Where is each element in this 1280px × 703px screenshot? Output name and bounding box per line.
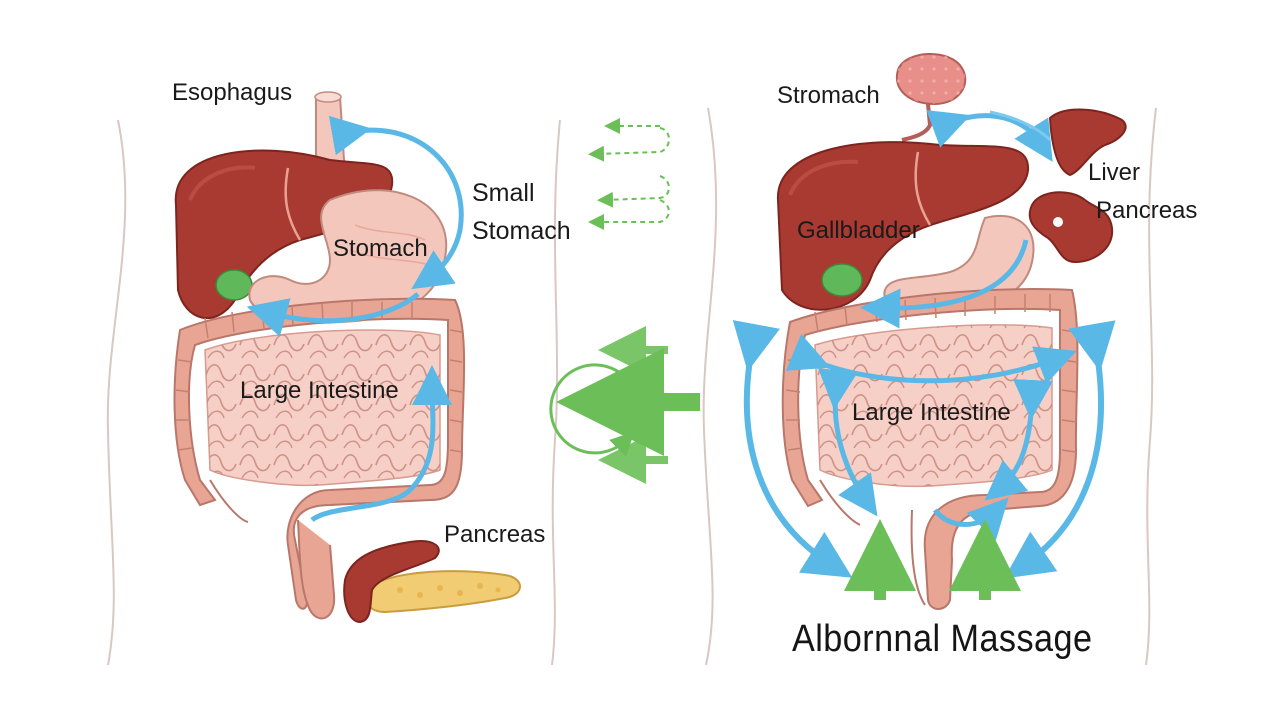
label-esophagus: Esophagus	[172, 79, 293, 106]
left-torso-outline-right	[551, 119, 561, 666]
label-small: Small	[472, 179, 535, 207]
right-flow-arrow-stomach	[860, 239, 1029, 329]
right-flow-arrow-top2	[989, 110, 1052, 142]
right-gallbladder	[821, 263, 863, 297]
left-pancreas	[364, 570, 521, 614]
right-panel	[702, 53, 1157, 666]
right-liver-fragment	[1048, 108, 1127, 177]
left-gallbladder	[215, 269, 253, 301]
dashed-arrow-3	[597, 175, 670, 208]
right-pancreas-fragment	[1028, 191, 1114, 264]
right-flow-arrow-outer-left	[732, 320, 853, 578]
label-large-intestine-right: Large Intestine	[852, 399, 1011, 426]
right-torso-outline	[702, 107, 718, 666]
left-large-intestine	[173, 297, 466, 610]
label-gallbladder: Gallbladder	[797, 217, 920, 244]
right-flow-arrow-outer-right	[1004, 320, 1116, 579]
label-stomach-side: Stomach	[472, 217, 571, 245]
left-red-organ	[343, 540, 440, 624]
dashed-arrow-4	[588, 199, 670, 230]
label-stromach: Stromach	[777, 82, 880, 109]
label-pancreas-right: Pancreas	[1096, 197, 1198, 224]
left-panel	[106, 91, 561, 666]
left-flow-arrow-top	[328, 115, 464, 290]
label-large-intestine: Large Intestine	[240, 377, 399, 404]
right-torso-outline-right	[1145, 107, 1157, 666]
label-pancreas: Pancreas	[444, 521, 546, 548]
right-flow-arrow-top	[926, 110, 1053, 162]
label-stomach: Stomach	[333, 235, 428, 262]
middle-arrows	[549, 118, 700, 484]
left-flow-arrow-stomach	[246, 292, 420, 337]
left-flow-arrow-colon	[310, 365, 453, 523]
diagram-title: Albornnal Massage	[792, 618, 1093, 660]
left-torso-outline	[106, 119, 127, 666]
dashed-arrow-1	[588, 127, 670, 162]
label-liver: Liver	[1088, 159, 1141, 186]
